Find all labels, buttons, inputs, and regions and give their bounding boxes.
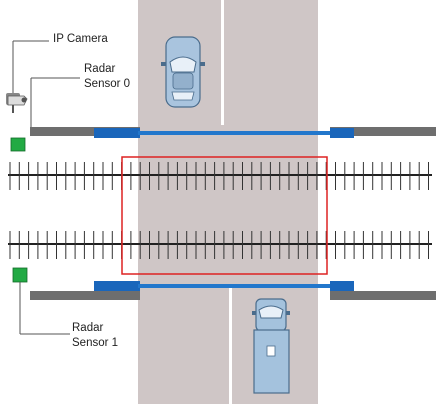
radar-sensor-1-label: Radar Sensor 1 [72, 322, 119, 349]
barrier-gray-bottom-right [330, 291, 436, 300]
rail-track-top [8, 162, 432, 190]
barrier-arm-bottom [94, 281, 354, 291]
detection-zone [121, 156, 328, 275]
ip-camera-label: IP Camera [53, 33, 108, 45]
lane-divider-top [221, 0, 224, 125]
barrier-gray-top-left [30, 127, 140, 136]
radar-sensor-1-icon [12, 267, 70, 335]
road [138, 0, 318, 404]
car-icon [161, 36, 205, 108]
lane-divider-bottom [229, 287, 232, 404]
rail-track-bottom [8, 231, 432, 259]
radar-sensor-0-label: Radar Sensor 0 [84, 63, 131, 90]
barrier-gray-top-right [330, 127, 436, 136]
radar-sensor-0-icon [10, 77, 80, 152]
truck-icon [252, 298, 290, 394]
camera-icon [6, 40, 49, 113]
barrier-gray-bottom-left [30, 291, 140, 300]
barrier-arm-top [94, 128, 354, 138]
